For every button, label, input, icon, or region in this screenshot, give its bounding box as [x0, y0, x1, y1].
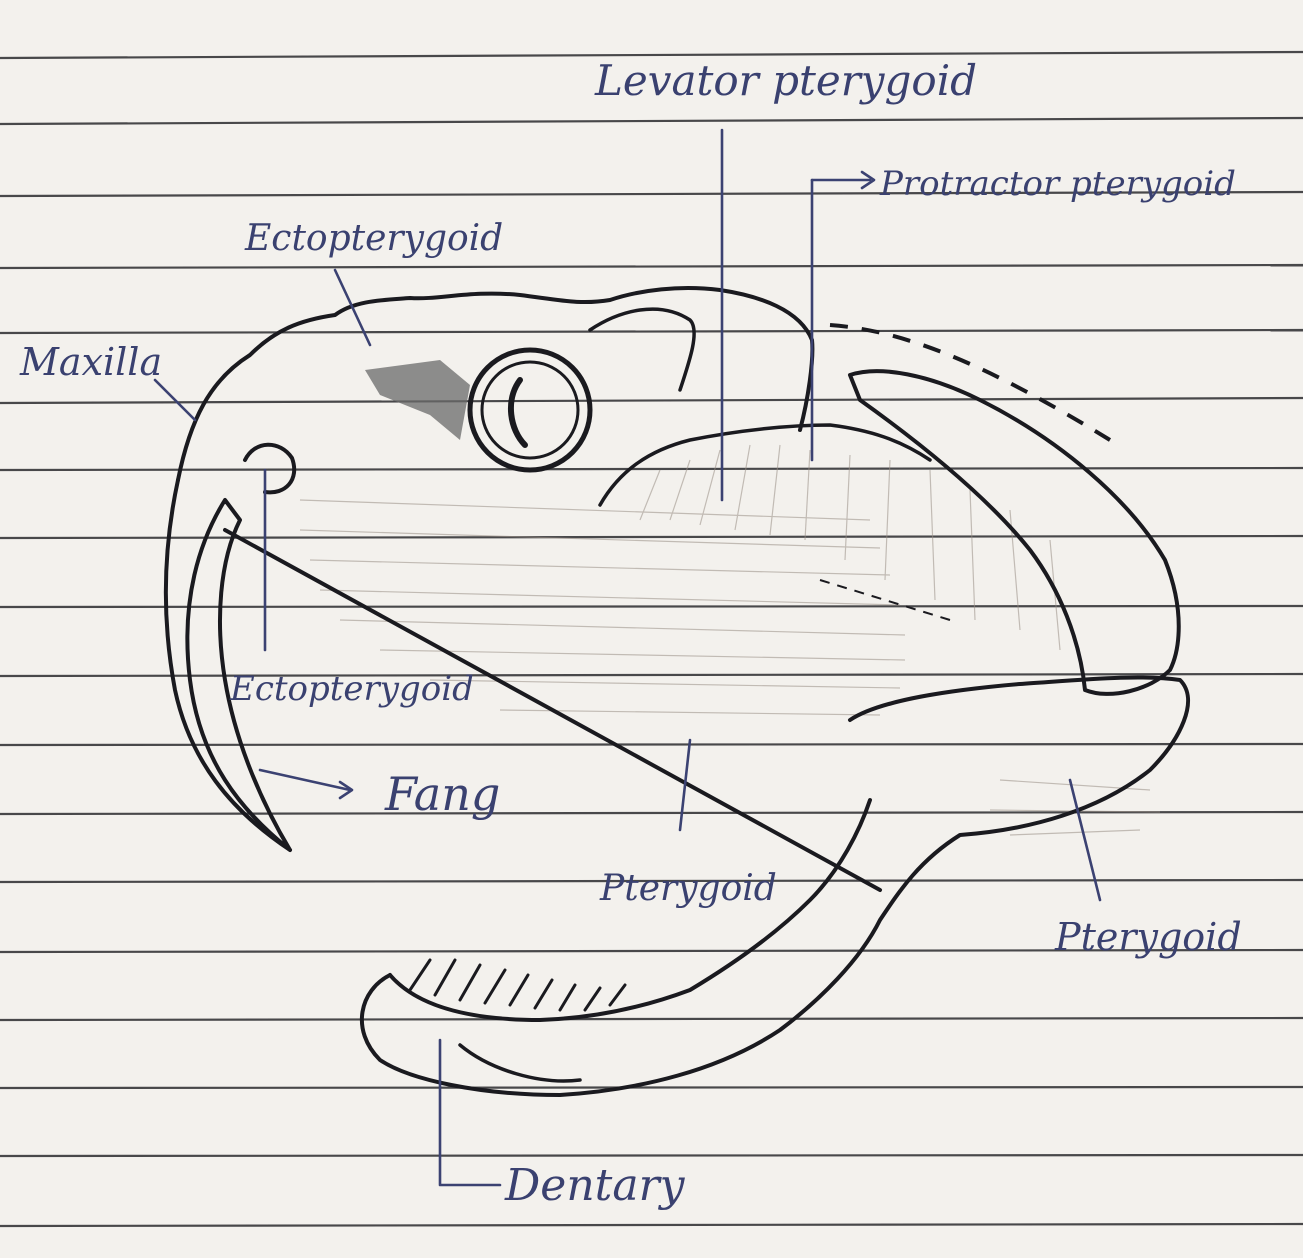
dentary-teeth: [410, 960, 625, 1010]
label-ectopterygoid-top: Ectopterygoid: [244, 218, 503, 259]
label-pterygoid-right: Pterygoid: [1054, 915, 1242, 959]
cranium-outline: [178, 288, 812, 480]
label-dentary: Dentary: [504, 1160, 686, 1211]
label-ectopterygoid: Ectopterygoid: [229, 669, 474, 709]
postorbital-ridge: [600, 425, 930, 505]
dentary-tip: [460, 1045, 580, 1081]
orbit: [365, 350, 590, 470]
label-pterygoid-center: Pterygoid: [599, 868, 777, 909]
label-fang: Fang: [384, 767, 500, 821]
label-levator-pterygoid: Levator pterygoid: [594, 56, 977, 105]
label-protractor-pterygoid: Protractor pterygoid: [879, 164, 1236, 204]
snout-outline: [166, 480, 290, 850]
ruled-lines: [0, 52, 1303, 1226]
label-maxilla: Maxilla: [19, 340, 162, 384]
jaw-diagonal: [225, 530, 880, 890]
leader-lines: [155, 130, 1100, 1185]
dentary-bone: [390, 800, 870, 1020]
quadrate-arc: [850, 371, 1179, 694]
cranium-bump: [590, 309, 694, 390]
